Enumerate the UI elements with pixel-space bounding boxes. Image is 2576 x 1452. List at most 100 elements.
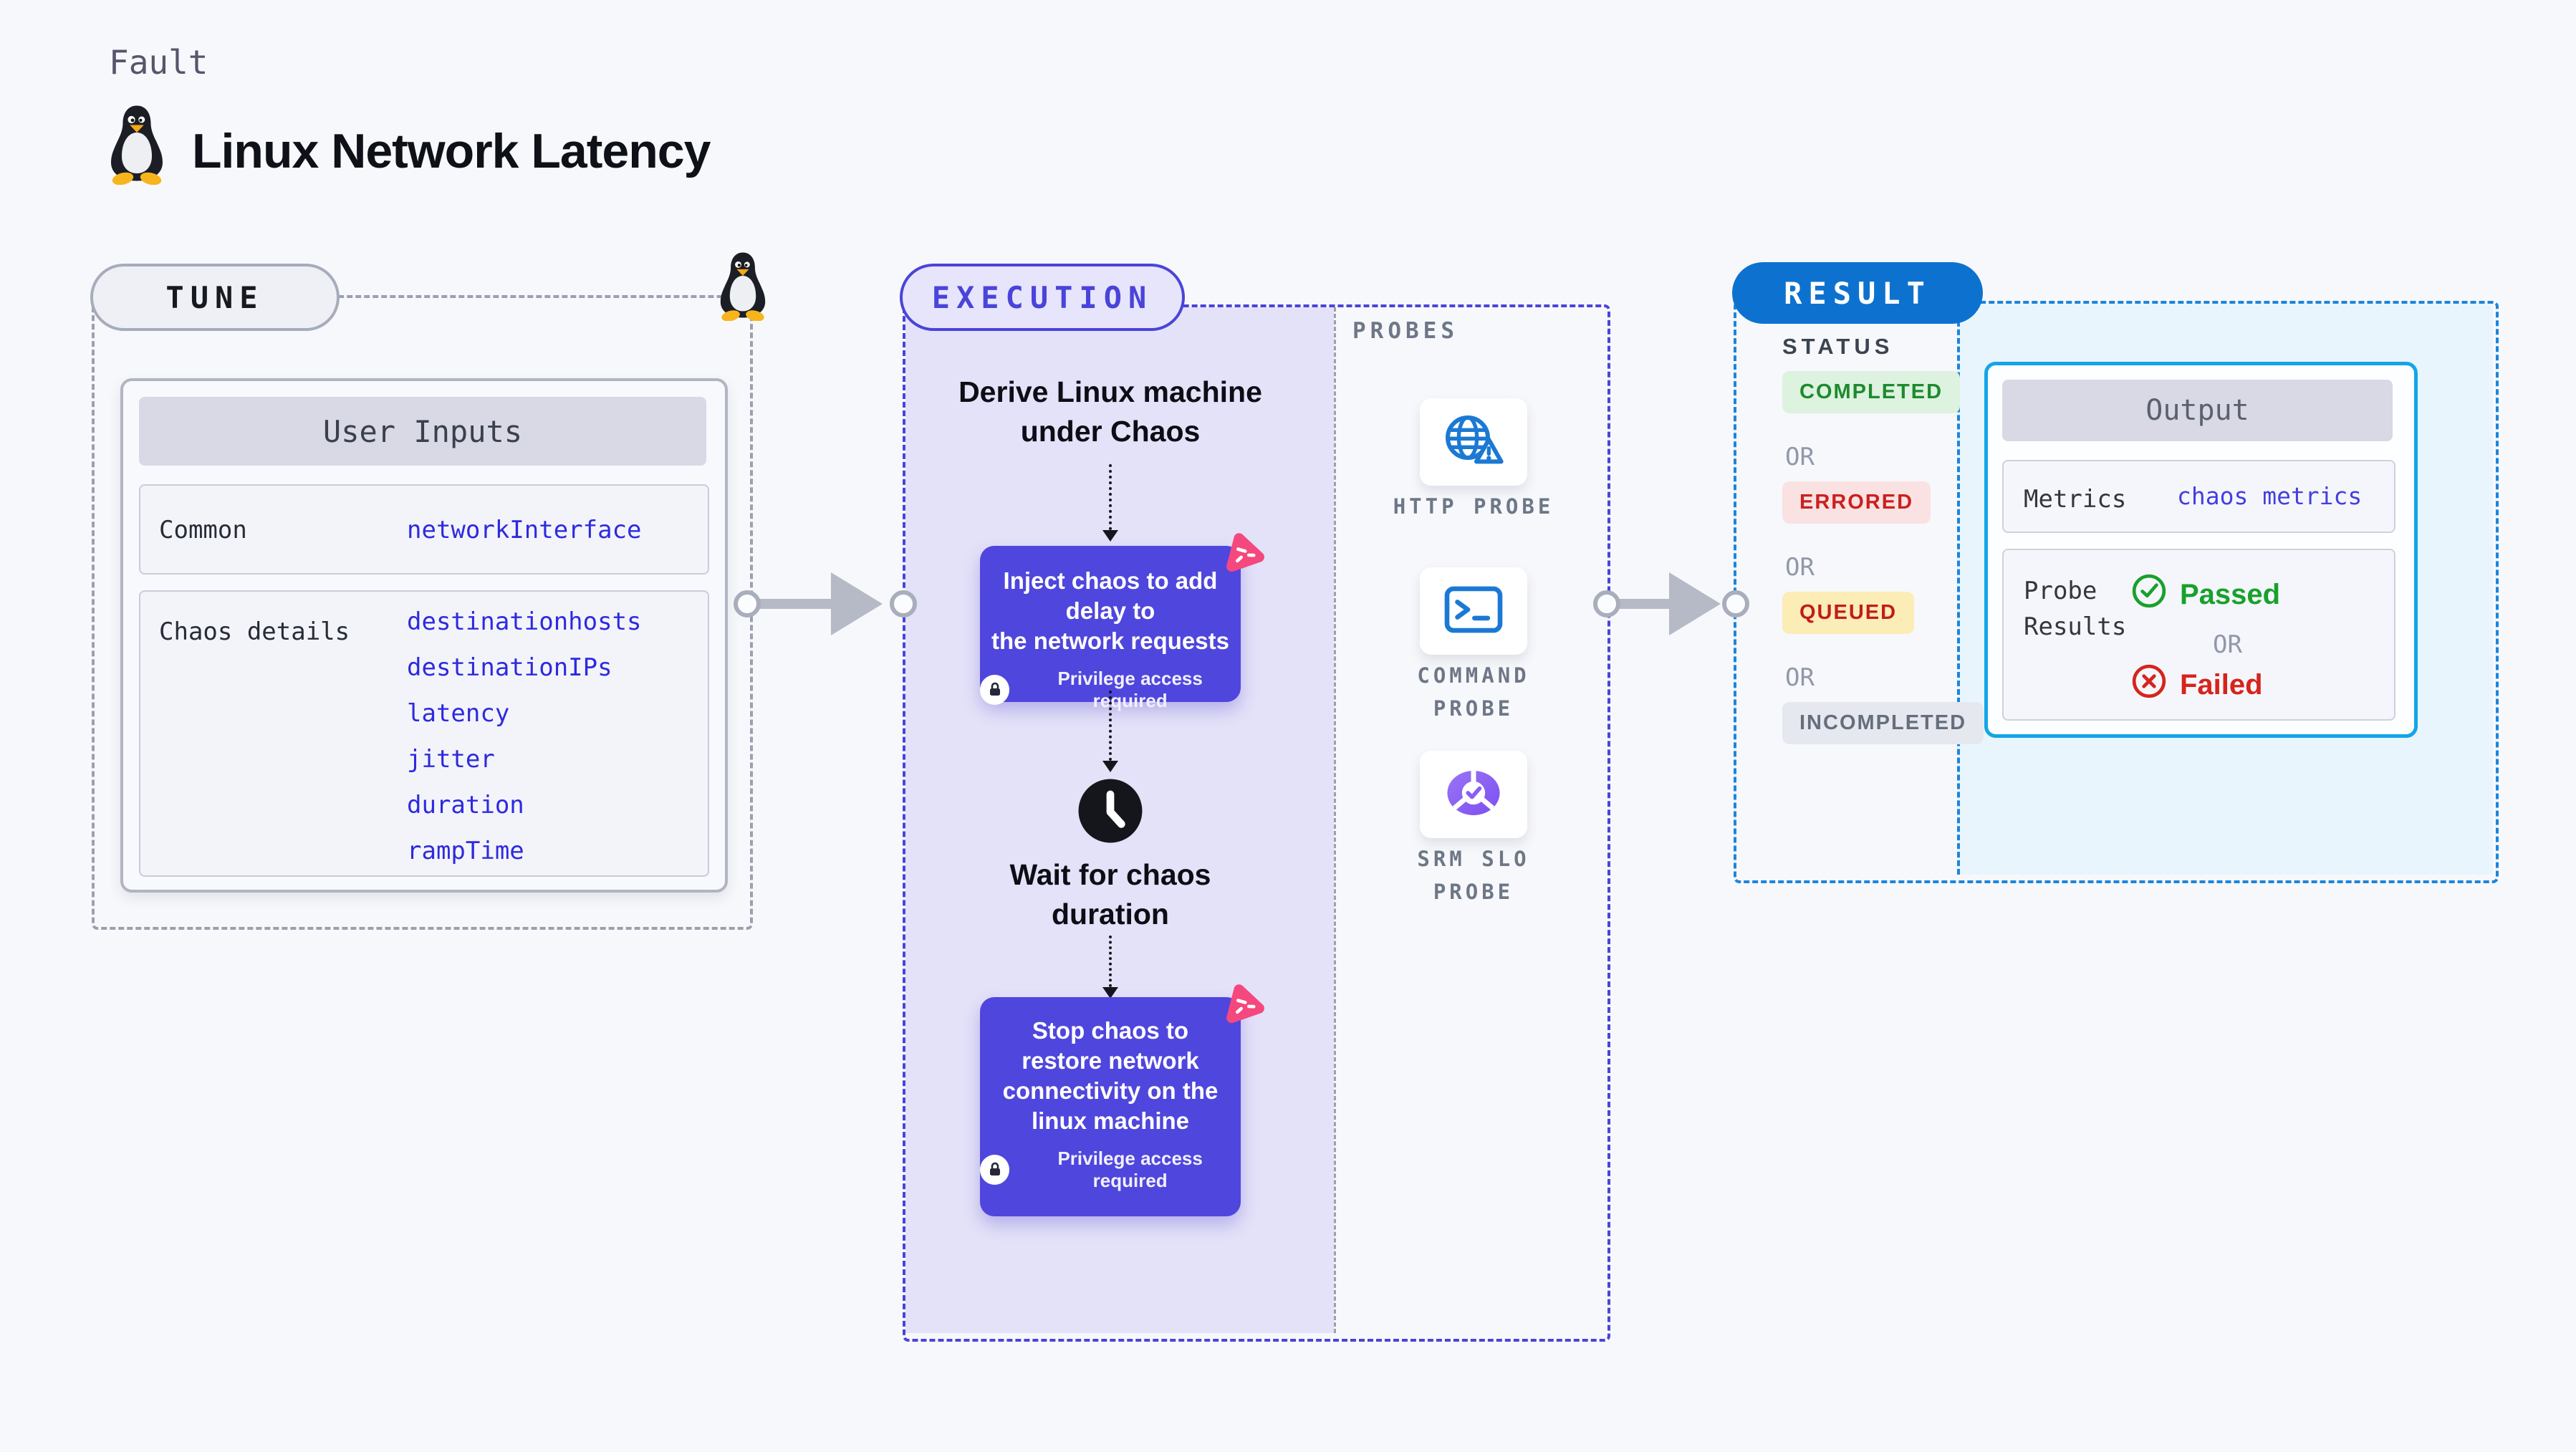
page-title: Linux Network Latency xyxy=(192,124,711,178)
inject-line-1: Inject chaos to add delay to xyxy=(1003,567,1218,624)
stop-line-2: restore network xyxy=(1022,1047,1199,1074)
privilege-row: Privilege access required xyxy=(980,668,1241,712)
flow-connector-arrowhead xyxy=(1102,987,1118,999)
fault-kicker: Fault xyxy=(109,43,208,82)
privilege-label: Privilege access required xyxy=(1057,1148,1203,1191)
or-separator: OR xyxy=(1785,663,1815,692)
stop-line-4: linux machine xyxy=(1031,1107,1190,1134)
failed-verdict: Failed xyxy=(2131,663,2263,706)
result-badge-label: RESULT xyxy=(1784,275,1931,311)
chaos-details-label: Chaos details xyxy=(159,617,350,646)
inject-line-2: the network requests xyxy=(991,628,1229,654)
lock-icon xyxy=(980,1155,1010,1185)
command-probe-card xyxy=(1420,567,1527,655)
stop-chaos-step: Stop chaos to restore network connectivi… xyxy=(980,997,1241,1216)
x-circle-icon xyxy=(2131,663,2167,706)
stop-line-1: Stop chaos to xyxy=(1032,1017,1189,1044)
command-probe-line-2: PROBE xyxy=(1433,696,1514,721)
metrics-value: chaos metrics xyxy=(2177,482,2363,510)
probe-results-line-1: Probe xyxy=(2024,577,2097,605)
flow-connector-arrowhead xyxy=(1102,530,1118,542)
globe-warning-icon xyxy=(1439,412,1508,473)
derive-line-2: under Chaos xyxy=(1020,415,1201,448)
wait-line-2: duration xyxy=(1052,898,1169,931)
probe-results-row: Probe Results Passed OR xyxy=(2002,549,2395,721)
status-heading: STATUS xyxy=(1782,334,1894,359)
common-row-label: Common xyxy=(159,516,247,544)
flow-connector xyxy=(1109,936,1112,987)
failed-label: Failed xyxy=(2180,668,2263,701)
execution-to-result-arrow xyxy=(1613,599,1672,609)
tune-badge-label: TUNE xyxy=(165,279,264,315)
execution-badge-label: EXECUTION xyxy=(931,279,1153,315)
user-inputs-card: User Inputs Common networkInterface Chao… xyxy=(120,378,728,893)
wait-line-1: Wait for chaos xyxy=(1009,858,1211,891)
result-badge: RESULT xyxy=(1732,262,1983,324)
connector-circle xyxy=(1593,590,1620,617)
tune-to-execution-arrowhead xyxy=(831,572,883,635)
execution-badge: EXECUTION xyxy=(900,264,1185,331)
tux-icon xyxy=(105,102,169,188)
flow-connector xyxy=(1109,691,1112,761)
lock-icon xyxy=(980,675,1010,705)
check-circle-icon xyxy=(2131,573,2167,616)
http-probe-label: HTTP PROBE xyxy=(1393,494,1554,519)
status-badge-queued: QUEUED xyxy=(1782,592,1915,634)
srm-slo-probe-card xyxy=(1420,751,1527,838)
status-badge-completed: COMPLETED xyxy=(1782,371,1961,413)
tune-to-execution-arrow xyxy=(754,599,834,609)
or-separator: OR xyxy=(2213,630,2242,659)
stop-line-3: connectivity on the xyxy=(1002,1077,1219,1104)
chaos-value: rampTime xyxy=(407,837,524,865)
derive-line-1: Derive Linux machine xyxy=(958,375,1262,408)
user-inputs-header: User Inputs xyxy=(139,397,706,466)
srm-slo-probe-label: SRM SLO PROBE xyxy=(1352,842,1595,908)
srm-probe-line-2: PROBE xyxy=(1433,880,1514,904)
chaos-value: destinationhosts xyxy=(407,607,642,636)
status-badge-incompleted: INCOMPLETED xyxy=(1782,702,1984,744)
connector-circle xyxy=(890,590,917,617)
connector-circle xyxy=(734,590,761,617)
chaos-details-row: Chaos details destinationhosts destinati… xyxy=(139,590,709,877)
passed-verdict: Passed xyxy=(2131,573,2280,616)
or-separator: OR xyxy=(1785,553,1815,582)
terminal-icon xyxy=(1443,583,1504,640)
chaos-value: latency xyxy=(407,699,510,728)
output-box: Output Metrics chaos metrics Probe Resul… xyxy=(1984,362,2418,738)
wait-step-text: Wait for chaos duration xyxy=(931,855,1289,934)
common-row: Common networkInterface xyxy=(139,484,709,574)
slo-pie-icon xyxy=(1441,766,1506,823)
or-separator: OR xyxy=(1785,443,1815,471)
tune-badge: TUNE xyxy=(90,264,340,331)
output-header-label: Output xyxy=(2145,394,2249,427)
flow-connector-arrowhead xyxy=(1102,761,1118,772)
command-probe-label: COMMAND PROBE xyxy=(1352,659,1595,725)
srm-probe-line-1: SRM SLO xyxy=(1417,847,1530,871)
chaos-value: jitter xyxy=(407,745,495,774)
probe-results-line-2: Results xyxy=(2024,612,2127,641)
probes-area xyxy=(1334,307,1604,1333)
flow-connector xyxy=(1109,464,1112,530)
privilege-row: Privilege access required xyxy=(980,1148,1241,1192)
clock-icon xyxy=(1077,778,1143,847)
derive-step-text: Derive Linux machine under Chaos xyxy=(931,372,1289,451)
connector-circle xyxy=(1722,590,1749,617)
output-header: Output xyxy=(2002,380,2393,441)
probes-heading: PROBES xyxy=(1352,318,1458,344)
metrics-row: Metrics chaos metrics xyxy=(2002,460,2395,533)
metrics-label: Metrics xyxy=(2024,485,2127,514)
chaos-icon xyxy=(1218,980,1265,1031)
execution-to-result-arrowhead xyxy=(1669,572,1721,635)
chaos-icon xyxy=(1218,529,1265,580)
chaos-value: destinationIPs xyxy=(407,653,612,682)
common-row-value: networkInterface xyxy=(407,516,642,544)
privilege-label: Privilege access required xyxy=(1057,668,1203,711)
probe-results-label: Probe Results xyxy=(2024,573,2126,645)
tux-corner-icon xyxy=(715,249,771,324)
status-badge-errored: ERRORED xyxy=(1782,481,1931,524)
command-probe-line-1: COMMAND xyxy=(1417,663,1530,688)
inject-chaos-step: Inject chaos to add delay to the network… xyxy=(980,546,1241,711)
passed-label: Passed xyxy=(2180,578,2281,610)
chaos-value: duration xyxy=(407,791,524,819)
